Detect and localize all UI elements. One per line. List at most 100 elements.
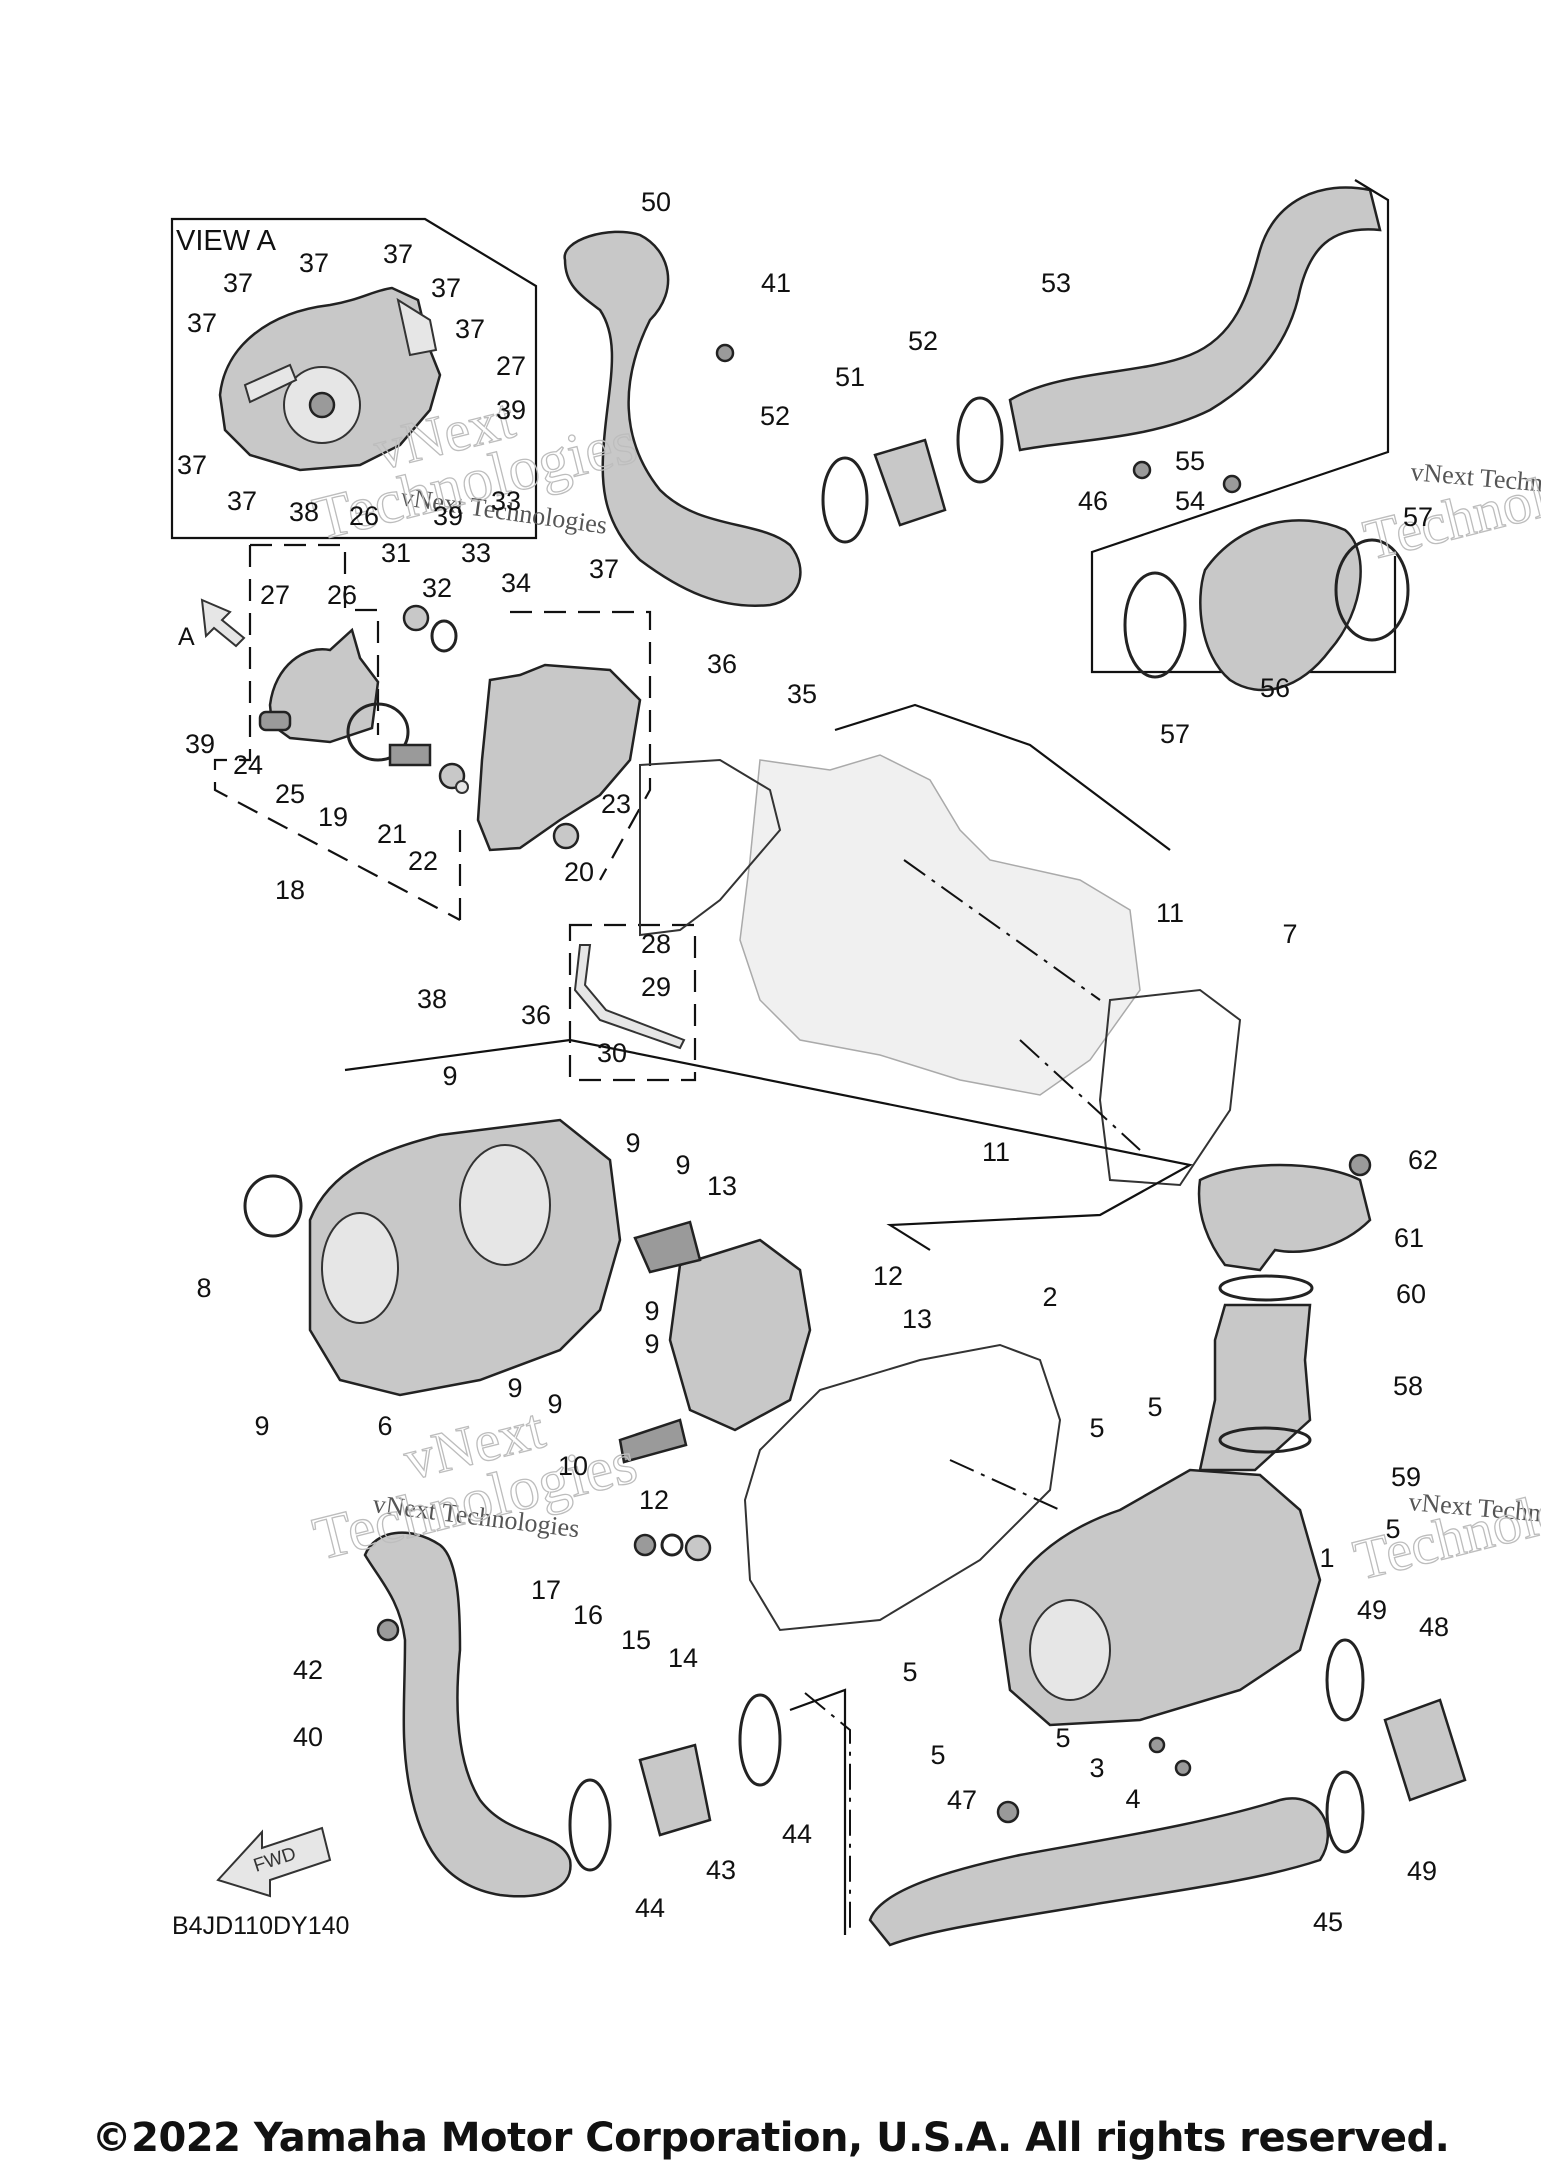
upper-hoses: [563, 179, 1397, 674]
callout-c19: 19: [318, 802, 348, 832]
callout-c61: 61: [1394, 1223, 1424, 1253]
callout-c10: 10: [558, 1451, 588, 1481]
duct-48: [1383, 1698, 1467, 1802]
clamp-52-left: [821, 456, 869, 544]
bolt-54: [1222, 474, 1242, 494]
view-a-inset: VIEW A: [170, 217, 538, 540]
plug-20: [552, 822, 580, 850]
callout-c53: 53: [1041, 268, 1071, 298]
hose-53: [1008, 186, 1382, 452]
callout-c9c: 9: [675, 1150, 690, 1180]
callout-c9a: 9: [442, 1061, 457, 1091]
callout-c38b: 38: [417, 984, 447, 1014]
callout-c45: 45: [1313, 1907, 1343, 1937]
callout-c26b: 26: [349, 501, 379, 531]
callout-c5e: 5: [1055, 1723, 1070, 1753]
callout-c54: 54: [1175, 486, 1205, 516]
callout-c16: 16: [573, 1600, 603, 1630]
callout-c32: 32: [422, 573, 452, 603]
hose-50: [563, 230, 802, 607]
callout-c56: 56: [1260, 673, 1290, 703]
duct-56: [1199, 519, 1362, 692]
callout-c52a: 52: [908, 326, 938, 356]
clamp-60: [1218, 1274, 1314, 1302]
callout-c23: 23: [601, 789, 631, 819]
assembly-leader-lines: [344, 703, 1194, 1935]
callout-c24: 24: [233, 750, 263, 780]
watermark-right-low-outline: Technologies: [1347, 1455, 1541, 1593]
callout-c17: 17: [531, 1575, 561, 1605]
callout-c37b: 37: [299, 248, 329, 278]
callout-c37e: 37: [455, 314, 485, 344]
callout-c21: 21: [377, 819, 407, 849]
view-a-arrow-shape: [200, 598, 246, 648]
callout-c26a: 26: [327, 580, 357, 610]
callout-c47: 47: [947, 1785, 977, 1815]
inner-cover-10: [668, 1238, 812, 1432]
gasket-35: [639, 758, 782, 937]
diagram-code: B4JD110DY140: [172, 1912, 349, 1940]
callout-c35: 35: [787, 679, 817, 709]
callout-c33a: 33: [461, 538, 491, 568]
callout-c38a: 38: [289, 497, 319, 527]
callout-c12b: 12: [639, 1485, 669, 1515]
callout-c22: 22: [408, 846, 438, 876]
cover-opening-left: [321, 1212, 399, 1324]
callout-c37d: 37: [431, 273, 461, 303]
callout-c5b: 5: [1147, 1392, 1162, 1422]
fwd-arrow: FWD: [216, 1826, 332, 1898]
callout-c11a: 11: [1156, 898, 1184, 928]
water-pump-group-outline: [213, 543, 697, 1082]
callout-c37i: 37: [589, 554, 619, 584]
copyright-notice: ©2022 Yamaha Motor Corporation, U.S.A. A…: [91, 2115, 1450, 2161]
callout-c9h: 9: [254, 1411, 269, 1441]
nut-42: [376, 1618, 400, 1642]
callout-c40: 40: [293, 1722, 323, 1752]
seal-14: [684, 1534, 712, 1562]
callout-c37h: 37: [227, 486, 257, 516]
lower-hoses: [363, 1531, 1467, 1947]
impeller-shaft: [388, 743, 432, 767]
clutch-cover-group: [243, 1118, 812, 1562]
nut-4: [1174, 1759, 1192, 1777]
clamp-49-top: [1325, 1638, 1365, 1722]
intake-and-cover-1: [996, 1153, 1372, 1824]
callout-c25: 25: [275, 779, 305, 809]
callout-c36b: 36: [521, 1000, 551, 1030]
callout-c27b: 27: [496, 351, 526, 381]
callout-c37a: 37: [223, 268, 253, 298]
o-ring-15: [660, 1533, 684, 1557]
callout-c5d: 5: [902, 1657, 917, 1687]
air-intake-61: [1197, 1163, 1372, 1272]
hose-45: [868, 1797, 1330, 1947]
callout-c18: 18: [275, 875, 305, 905]
cover-opening-right: [459, 1144, 551, 1266]
callout-c43: 43: [706, 1855, 736, 1885]
bolt-47: [996, 1800, 1020, 1824]
callout-c6: 6: [377, 1411, 392, 1441]
duct-58: [1198, 1303, 1312, 1472]
water-pump-housing: [268, 627, 380, 744]
callout-numbers: 1234555555678999999991011111212131314151…: [177, 187, 1449, 1937]
engine-ghost: [639, 754, 1242, 1187]
clamp-49-bottom: [1325, 1770, 1365, 1854]
duct-56-group: [1123, 519, 1410, 692]
pump-o-ring: [346, 702, 410, 762]
callout-c39c: 39: [185, 729, 215, 759]
drive-cover-window: [1029, 1599, 1111, 1701]
watermark-right-outline: Technologies: [1357, 435, 1541, 573]
callout-c9b: 9: [625, 1128, 640, 1158]
engine-block: [739, 754, 1141, 1096]
callout-c9g: 9: [547, 1389, 562, 1419]
callout-c33b: 33: [491, 486, 521, 516]
callout-c46: 46: [1078, 486, 1108, 516]
callout-c9f: 9: [507, 1373, 522, 1403]
view-a-arrow-label: A: [178, 623, 195, 651]
o-ring-32: [430, 619, 458, 653]
clamp-44-right: [738, 1693, 782, 1787]
callout-c15: 15: [621, 1625, 651, 1655]
gasket-8: [243, 1174, 303, 1238]
bolt-3: [1148, 1736, 1166, 1754]
bracket-10: [618, 1418, 688, 1464]
